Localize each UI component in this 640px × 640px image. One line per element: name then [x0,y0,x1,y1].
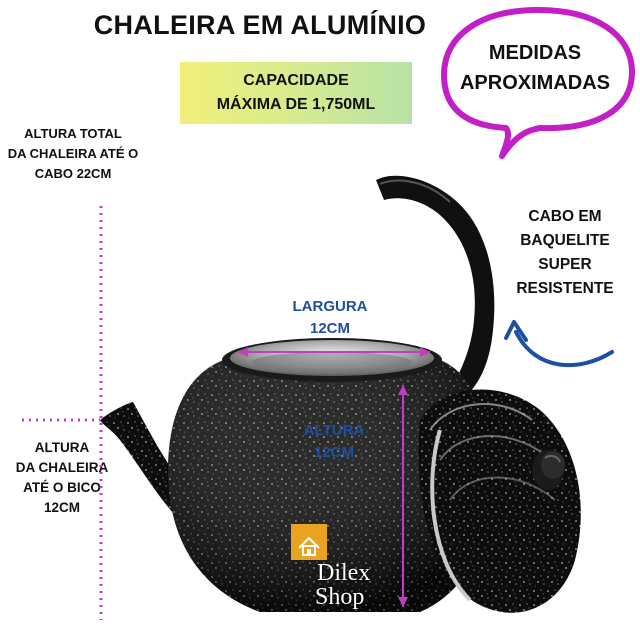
handle-line1: CABO EM [528,208,602,225]
capacity-box: CAPACIDADE MÁXIMA DE 1,750ML [180,62,412,124]
logo-line1: Dilex [317,560,371,586]
spout-height-line1: ALTURA [34,440,90,455]
total-height-label: ALTURA TOTAL DA CHALEIRA ATÉ O CABO 22CM [0,124,146,184]
capacity-line1: CAPACIDADE [243,72,349,89]
total-height-line1: ALTURA TOTAL [24,126,122,141]
page-title: CHALEIRA EM ALUMÍNIO [93,10,427,40]
spout-height-line3: ATÉ O BICO [23,480,101,495]
handle-line2: BAQUELITE [520,232,610,249]
spout-height-label: ALTURA DA CHALEIRA ATÉ O BICO 12CM [10,438,114,518]
curved-arrow-icon [514,330,614,368]
dilex-shop-logo: Dilex Shop [291,524,381,616]
width-line1: LARGURA [292,298,368,315]
speech-bubble-icon [441,7,635,159]
handle-line3: SUPER [538,256,592,273]
handle-line4: RESISTENTE [516,280,614,297]
house-icon [298,536,320,556]
handle [376,175,495,392]
height-line1: ALTURA [303,422,365,439]
bubble-text: MEDIDAS APROXIMADAS [450,38,620,98]
height-label: ALTURA 12CM [284,420,384,464]
capacity-line2: MÁXIMA DE 1,750ML [216,96,376,113]
total-height-line2: DA CHALEIRA ATÉ O [7,146,139,161]
logo-box [291,524,327,560]
logo-line2: Shop [315,584,365,610]
width-label: LARGURA 12CM [270,296,390,340]
bubble-line1: MEDIDAS [488,42,582,64]
spout-height-line2: DA CHALEIRA [15,460,109,475]
handle-label: CABO EM BAQUELITE SUPER RESISTENTE [500,205,630,301]
kettle-lid [418,389,581,613]
spout-height-line4: 12CM [43,500,80,515]
width-line2: 12CM [309,320,350,337]
bubble-line2: APROXIMADAS [459,72,610,94]
total-height-line3: CABO 22CM [34,166,112,181]
height-line2: 12CM [313,444,354,461]
